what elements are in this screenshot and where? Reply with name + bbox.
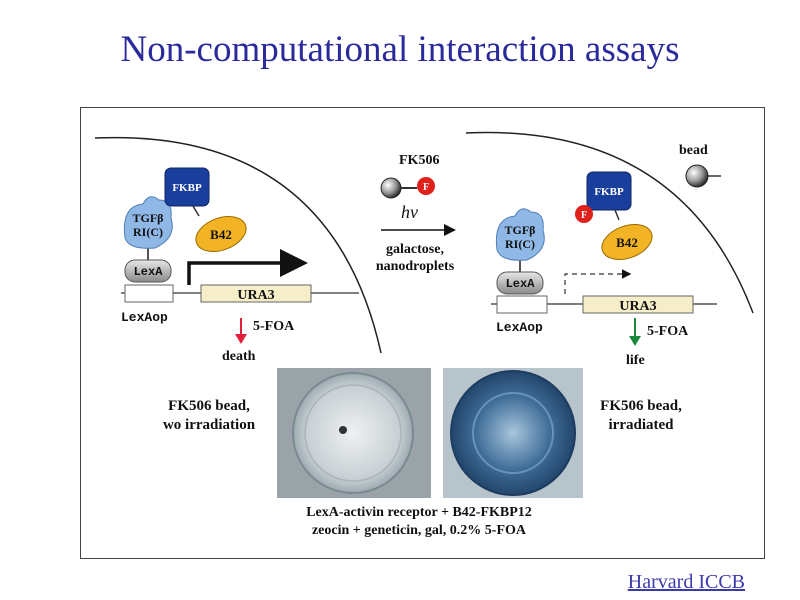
left-fkbp-label: FKBP bbox=[172, 182, 202, 194]
left-photo-caption-1: FK506 bead, bbox=[168, 398, 250, 414]
right-photo-caption-1: FK506 bead, bbox=[600, 398, 682, 414]
left-transcription-arrow bbox=[187, 249, 308, 285]
right-lexaop-box bbox=[496, 295, 548, 314]
interaction-assay-diagram: LexAop URA3 LexA TGFβ RI(C) FKBP B42 5-F… bbox=[94, 131, 754, 538]
right-tgfb-shape bbox=[495, 208, 545, 261]
center-f-marker bbox=[417, 177, 435, 195]
right-outcome-label: life bbox=[626, 353, 645, 368]
right-f-marker bbox=[575, 205, 593, 223]
left-foa-arrowhead bbox=[235, 334, 247, 344]
right-ura3-label: URA3 bbox=[619, 299, 656, 314]
right-bead bbox=[685, 164, 709, 188]
right-foa-label: 5-FOA bbox=[647, 324, 689, 339]
left-lexaop-label: LexAop bbox=[121, 310, 168, 325]
right-foa-arrowhead bbox=[629, 336, 641, 346]
right-lexa-label: LexA bbox=[506, 277, 536, 291]
right-dish-photo bbox=[443, 368, 583, 498]
left-dish-inner-ring bbox=[304, 384, 402, 482]
light-label: hv bbox=[401, 202, 418, 222]
right-construct: bead LexAop URA3 LexA TGFβ RI(C) FKBP F … bbox=[491, 143, 721, 368]
right-fkbp-label: FKBP bbox=[594, 186, 624, 198]
left-b42-label: B42 bbox=[210, 227, 232, 242]
left-construct: LexAop URA3 LexA TGFβ RI(C) FKBP B42 5-F… bbox=[121, 167, 359, 364]
right-fkbp-shape bbox=[586, 171, 632, 211]
bottom-caption-1: LexA-activin receptor + B42-FKBP12 bbox=[306, 505, 532, 520]
center-f-label: F bbox=[423, 182, 429, 193]
left-photo-caption-2: wo irradiation bbox=[163, 417, 256, 433]
left-tgfb-label-2: RI(C) bbox=[133, 225, 163, 239]
left-dish bbox=[292, 372, 414, 494]
right-b42-label: B42 bbox=[616, 235, 638, 250]
compound-label: FK506 bbox=[399, 153, 439, 168]
left-lexa-label: LexA bbox=[134, 265, 164, 279]
right-dish bbox=[450, 370, 576, 496]
left-ura3-box bbox=[200, 284, 312, 303]
left-foa-label: 5-FOA bbox=[253, 319, 295, 334]
left-cell-membrane bbox=[94, 136, 382, 354]
right-b42-shape bbox=[601, 224, 653, 260]
center-reaction: FK506 F hv galactose, nanodroplets bbox=[376, 153, 456, 274]
right-bead-label: bead bbox=[679, 143, 708, 158]
left-b42-shape bbox=[195, 216, 247, 252]
right-photo-caption-2: irradiated bbox=[609, 417, 675, 433]
right-tgfb-label-2: RI(C) bbox=[505, 237, 535, 251]
left-fkbp-b42-linker bbox=[192, 205, 200, 217]
left-tgfb-label-1: TGFβ bbox=[133, 211, 164, 225]
left-ura3-label: URA3 bbox=[237, 288, 274, 303]
right-fkbp-b42-linker bbox=[614, 209, 620, 221]
right-transcription-arrow bbox=[564, 269, 632, 294]
left-dish-bead-spot bbox=[339, 426, 347, 434]
right-cell-membrane bbox=[465, 131, 754, 314]
harvard-iccb-link[interactable]: Harvard ICCB bbox=[627, 571, 745, 593]
page-title: Non-computational interaction assays bbox=[120, 29, 680, 70]
left-dish-photo bbox=[277, 368, 431, 498]
bottom-caption-2: zeocin + geneticin, gal, 0.2% 5-FOA bbox=[312, 523, 527, 538]
right-f-label: F bbox=[581, 210, 587, 221]
center-bead bbox=[380, 177, 402, 199]
right-tgfb-label-1: TGFβ bbox=[505, 223, 536, 237]
left-outcome-label: death bbox=[222, 349, 256, 364]
figure-frame: LexAop URA3 LexA TGFβ RI(C) FKBP B42 5-F… bbox=[80, 107, 765, 559]
right-dish-inner-ring bbox=[472, 392, 554, 474]
condition-label-2: nanodroplets bbox=[376, 259, 455, 274]
right-lexaop-label: LexAop bbox=[496, 320, 543, 335]
condition-label-1: galactose, bbox=[386, 242, 444, 257]
right-ura3-box bbox=[582, 295, 694, 314]
left-lexaop-box bbox=[124, 284, 174, 303]
left-fkbp-shape bbox=[164, 167, 210, 207]
